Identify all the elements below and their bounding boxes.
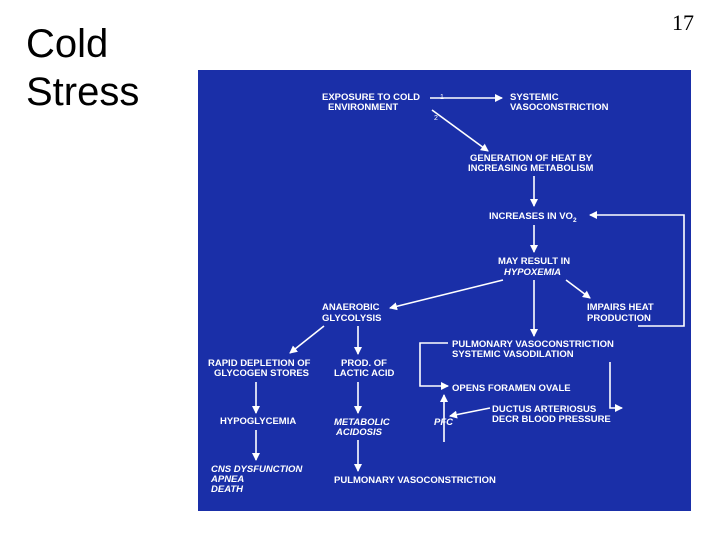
node-prod-of-lactic-acid: PROD. OF LACTIC ACID xyxy=(334,358,394,379)
node-systemic-vasoconstriction: SYSTEMIC VASOCONSTRICTION xyxy=(510,92,609,113)
node-metabolic-acidosis: METABOLIC ACIDOSIS xyxy=(334,417,390,438)
svg-text:RAPID DEPLETION OF: RAPID DEPLETION OF xyxy=(208,358,311,369)
page-number: 17 xyxy=(672,10,694,35)
svg-text:INCREASES IN VO2: INCREASES IN VO2 xyxy=(489,211,577,224)
node-pulmonary-vaso-systemic-vasodilation: PULMONARY VASOCONSTRICTION SYSTEMIC VASO… xyxy=(452,339,614,360)
path-label-2: 2 xyxy=(434,115,438,122)
node-exposure-to-cold: EXPOSURE TO COLD ENVIRONMENT xyxy=(322,92,420,113)
node-pulmonary-vasoconstriction-final: PULMONARY VASOCONSTRICTION xyxy=(334,475,496,486)
svg-text:INCREASING METABOLISM: INCREASING METABOLISM xyxy=(468,163,594,174)
svg-text:DECR BLOOD PRESSURE: DECR BLOOD PRESSURE xyxy=(492,414,611,425)
svg-text:SYSTEMIC VASODILATION: SYSTEMIC VASODILATION xyxy=(452,349,574,360)
slide-title-line-1: Cold xyxy=(26,22,109,66)
node-generation-of-heat: GENERATION OF HEAT BY INCREASING METABOL… xyxy=(468,153,594,174)
node-hypoglycemia: HYPOGLYCEMIA xyxy=(220,416,296,427)
svg-text:GENERATION OF HEAT BY: GENERATION OF HEAT BY xyxy=(470,153,593,164)
flow-arrows xyxy=(252,94,685,472)
svg-text:IMPAIRS HEAT: IMPAIRS HEAT xyxy=(587,302,654,313)
arrow-exposure-to-generation xyxy=(431,109,489,152)
svg-text:DUCTUS ARTERIOSUS: DUCTUS ARTERIOSUS xyxy=(492,404,596,415)
node-opens-foramen-ovale: OPENS FORAMEN OVALE xyxy=(452,383,571,394)
arrow-impairs-feedback-to-vo2 xyxy=(589,211,685,327)
node-may-result-in-hypoxemia: MAY RESULT IN HYPOXEMIA xyxy=(498,256,570,278)
svg-text:EXPOSURE TO COLD: EXPOSURE TO COLD xyxy=(322,92,420,103)
svg-text:MAY RESULT IN: MAY RESULT IN xyxy=(498,256,570,267)
vo2-subscript: 2 xyxy=(573,217,577,224)
svg-text:ACIDOSIS: ACIDOSIS xyxy=(335,427,383,438)
svg-text:PROD. OF: PROD. OF xyxy=(341,358,387,369)
hypoxemia-label: HYPOXEMIA xyxy=(504,267,561,278)
svg-text:ANAEROBIC: ANAEROBIC xyxy=(322,302,380,313)
node-ductus-arteriosus: DUCTUS ARTERIOSUS DECR BLOOD PRESSURE xyxy=(492,404,611,425)
node-increases-in-vo2: INCREASES IN VO2 xyxy=(489,211,577,224)
svg-text:CNS DYSFUNCTION: CNS DYSFUNCTION xyxy=(211,464,303,475)
svg-text:SYSTEMIC: SYSTEMIC xyxy=(510,92,559,103)
svg-text:ENVIRONMENT: ENVIRONMENT xyxy=(328,102,398,113)
arrow-ductus-to-pfc xyxy=(449,407,491,419)
slide-title: Cold Stress xyxy=(26,20,139,116)
slide-title-line-2: Stress xyxy=(26,70,140,114)
svg-text:GLYCOGEN STORES: GLYCOGEN STORES xyxy=(214,368,309,379)
arrow-pulmonary-to-ductus xyxy=(609,362,623,412)
svg-text:VASOCONSTRICTION: VASOCONSTRICTION xyxy=(510,102,609,113)
arrow-anaerobic-to-depletion xyxy=(289,325,325,354)
arrow-hypoxemia-to-anaerobic xyxy=(389,279,504,311)
svg-text:LACTIC ACID: LACTIC ACID xyxy=(334,368,394,379)
node-cns-dysfunction-apnea-death: CNS DYSFUNCTION APNEA DEATH xyxy=(210,464,303,495)
cold-stress-flow-diagram: EXPOSURE TO COLD ENVIRONMENT SYSTEMIC VA… xyxy=(198,70,691,511)
node-impairs-heat-production: IMPAIRS HEAT PRODUCTION xyxy=(587,302,654,324)
arrow-pulmonary-loop-to-foramen xyxy=(419,342,449,390)
svg-text:PULMONARY VASOCONSTRICTION: PULMONARY VASOCONSTRICTION xyxy=(452,339,614,350)
arrow-hypoxemia-to-impairs xyxy=(565,279,591,299)
node-rapid-depletion-glycogen: RAPID DEPLETION OF GLYCOGEN STORES xyxy=(208,358,311,379)
node-anaerobic-glycolysis: ANAEROBIC GLYCOLYSIS xyxy=(322,302,382,324)
diagram-background xyxy=(198,70,691,511)
svg-text:PRODUCTION: PRODUCTION xyxy=(587,313,651,324)
svg-text:DEATH: DEATH xyxy=(211,484,244,495)
svg-text:APNEA: APNEA xyxy=(210,474,244,485)
svg-text:METABOLIC: METABOLIC xyxy=(334,417,390,428)
svg-text:GLYCOLYSIS: GLYCOLYSIS xyxy=(322,313,382,324)
